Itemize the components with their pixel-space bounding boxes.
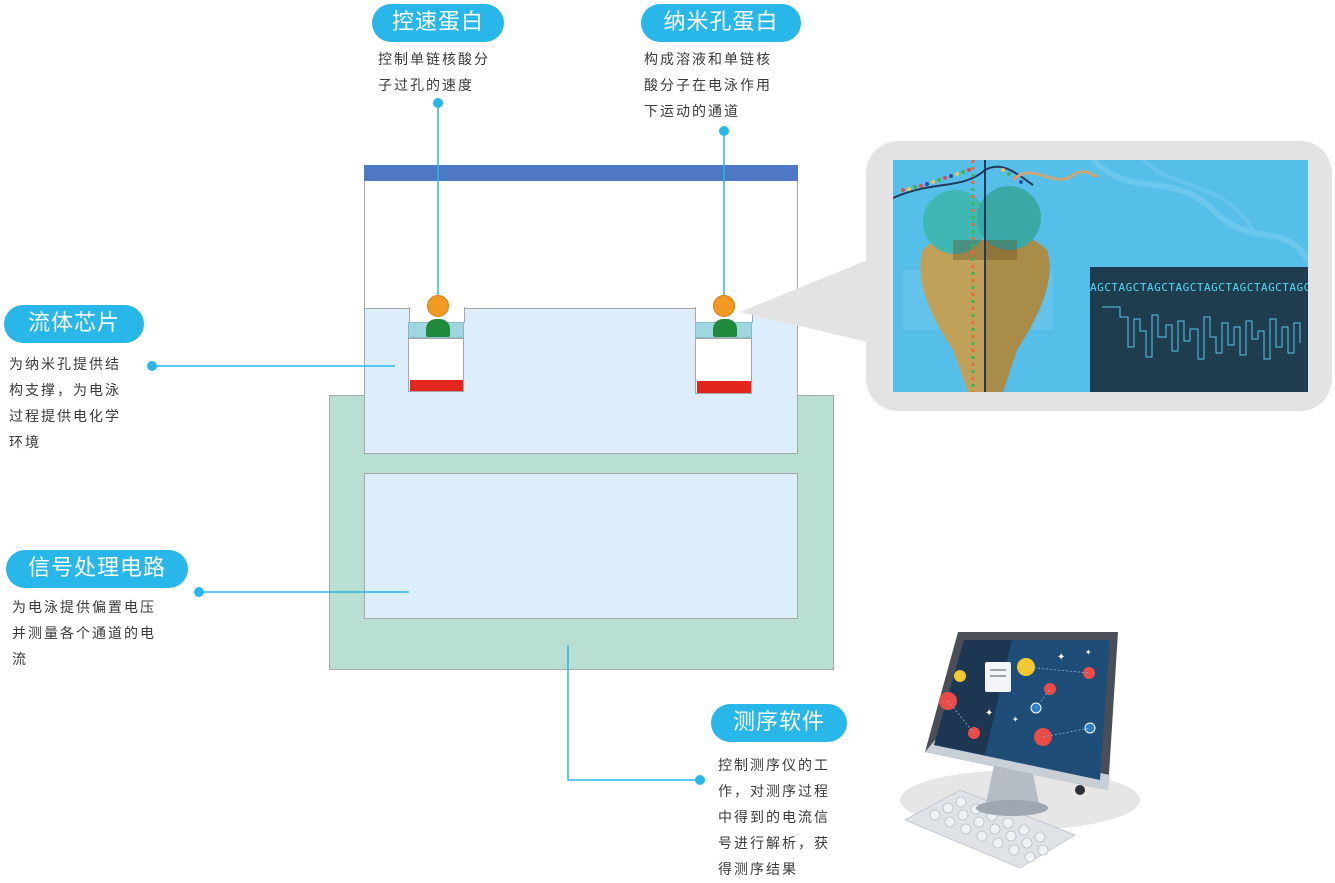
electrode-right [697, 381, 751, 393]
flow-chip-label: 流体芯片 [4, 305, 144, 343]
motor-protein-desc: 控制单链核酸分 子过孔的速度 [378, 52, 490, 94]
motor-protein-left [427, 295, 449, 317]
svg-text:✦: ✦ [1012, 715, 1019, 724]
current-trace [1102, 306, 1301, 360]
nanopore-protein-right [713, 319, 737, 337]
nanopore-protein-illustration [893, 160, 1308, 392]
motor-protein-right [713, 295, 735, 317]
svg-text:✦: ✦ [1057, 652, 1065, 663]
nanopore-protein-left [426, 319, 450, 337]
motor-protein-label: 控速蛋白 [372, 4, 504, 42]
svg-text:✦: ✦ [1085, 648, 1092, 657]
signal-circuit-label: 信号处理电路 [6, 550, 188, 588]
signal-circuit-desc: 为电泳提供偏置电压 并测量各个通道的电 流 [12, 600, 156, 668]
electrode-left [410, 380, 463, 391]
housing-top-bar [364, 165, 798, 181]
software-desc: 控制测序仪的工 作，对测序过程 中得到的电流信 号进行解析，获 得测序结果 [718, 758, 830, 878]
keyboard-icon [903, 789, 1077, 869]
document-icon [985, 662, 1011, 692]
flow-chip-desc: 为纳米孔提供结 构支撑，为电泳 过程提供电化学 环境 [9, 357, 121, 451]
svg-text:✦: ✦ [985, 708, 993, 719]
nanopore-protein-desc: 构成溶液和单链核 酸分子在电泳作用 下运动的通道 [644, 52, 772, 120]
nanopore-zoom-illustration: AGCTAGCTAGCTAGCTAGCTAGCTAGCTAGCT [893, 160, 1308, 392]
dna-sequence-text: AGCTAGCTAGCTAGCTAGCTAGCTAGCTAGCT [1090, 281, 1308, 294]
signal-circuit-block [364, 473, 798, 619]
nanopore-protein-label: 纳米孔蛋白 [641, 4, 801, 42]
current-signal-panel: AGCTAGCTAGCTAGCTAGCTAGCTAGCTAGCT [1090, 267, 1308, 392]
software-label: 测序软件 [711, 704, 847, 742]
